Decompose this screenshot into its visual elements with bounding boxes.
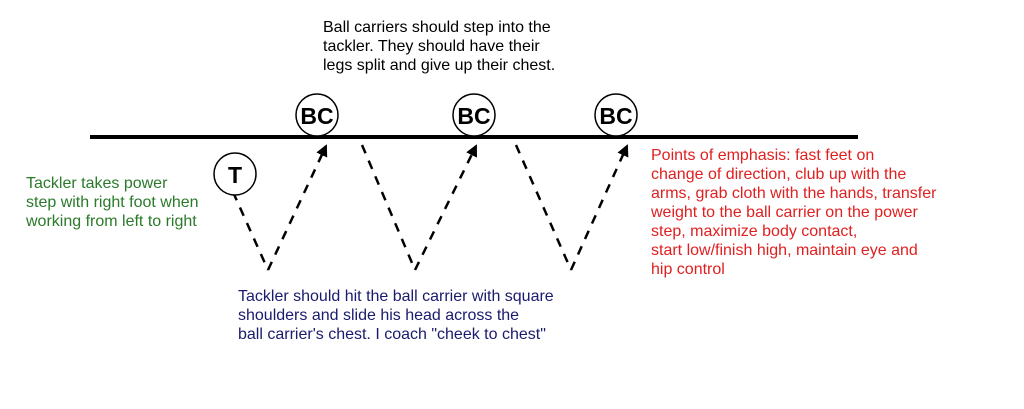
- path-arrow-1: [266, 144, 328, 271]
- ball-carrier-marker-1: BC: [295, 93, 339, 137]
- ball-carrier-marker-3: BC: [594, 93, 638, 137]
- ball-carrier-note: Ball carriers should step into the tackl…: [323, 19, 556, 74]
- tackler-power-step-note: Tackler takes power step with right foot…: [26, 175, 199, 230]
- path-arrow-2: [413, 144, 478, 271]
- ball-carrier-marker-2: BC: [452, 93, 496, 137]
- points-of-emphasis-note: Points of emphasis: fast feet on change …: [651, 147, 937, 278]
- path-segment-3: [514, 144, 573, 271]
- tackler-label: T: [228, 162, 242, 188]
- tackle-technique-note: Tackler should hit the ball carrier with…: [238, 288, 554, 343]
- ball-carrier-label-3: BC: [599, 103, 632, 129]
- ball-carrier-label-1: BC: [300, 103, 333, 129]
- path-segment-1: [231, 191, 270, 271]
- tackler-marker: T: [213, 152, 257, 196]
- ball-carrier-label-2: BC: [457, 103, 490, 129]
- path-segment-2: [360, 144, 417, 271]
- path-arrow-3: [569, 144, 629, 271]
